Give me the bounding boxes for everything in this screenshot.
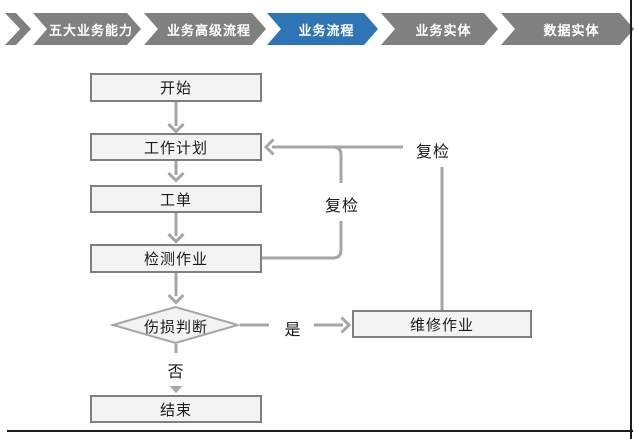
breadcrumb-item-business-process-active[interactable]: 业务流程 [267, 13, 378, 45]
arrowhead-right-icon [340, 316, 352, 334]
node-label: 检测作业 [143, 250, 208, 268]
breadcrumb-item-data-entity[interactable]: 数据实体 [501, 13, 634, 45]
node-label: 开始 [159, 79, 192, 97]
breadcrumb-item-label: 数据实体 [543, 23, 600, 39]
decision-diamond-shape [109, 305, 242, 345]
breadcrumb-item-five-capabilities[interactable]: 五大业务能力 [33, 13, 141, 45]
node-label: 工单 [159, 190, 192, 209]
node-start: 开始 [90, 73, 262, 102]
node-damage-decision-label: 伤损判断 [143, 318, 208, 336]
node-end: 结束 [90, 395, 262, 423]
node-work-plan: 工作计划 [90, 133, 262, 161]
arrowhead-small-down-icon [169, 386, 183, 393]
breadcrumb-item-business-entity[interactable]: 业务实体 [381, 13, 498, 45]
arrowhead-down-icon [167, 293, 185, 305]
node-work-order: 工单 [90, 185, 262, 213]
arrowhead-down-icon [167, 232, 185, 244]
breadcrumb-item-label: 业务流程 [298, 23, 355, 39]
breadcrumb-item-label: 业务实体 [415, 23, 472, 39]
edge-label-no: 否 [167, 362, 185, 381]
edge-label-yes: 是 [284, 320, 302, 339]
page-right-border [630, 0, 632, 439]
breadcrumb-item-label: 业务高级流程 [166, 23, 251, 39]
page-bottom-border [7, 430, 633, 432]
breadcrumb: 五大业务能力 业务高级流程 业务流程 业务实体 数据实体 [5, 13, 633, 45]
breadcrumb-item-high-level-process[interactable]: 业务高级流程 [144, 13, 266, 45]
arrowhead-down-icon [167, 171, 185, 183]
edge-label-recheck-inner: 复检 [324, 196, 359, 215]
edge-label-recheck-outer: 复检 [415, 142, 450, 161]
node-label: 结束 [159, 400, 192, 419]
breadcrumb-item-label: 五大业务能力 [48, 23, 133, 39]
node-repair-job: 维修作业 [352, 310, 532, 338]
arrowhead-left-icon [263, 138, 275, 156]
arrowhead-down-icon [167, 122, 185, 134]
node-label: 维修作业 [409, 315, 474, 334]
node-inspection-job: 检测作业 [90, 244, 262, 273]
node-label: 工作计划 [143, 138, 208, 157]
